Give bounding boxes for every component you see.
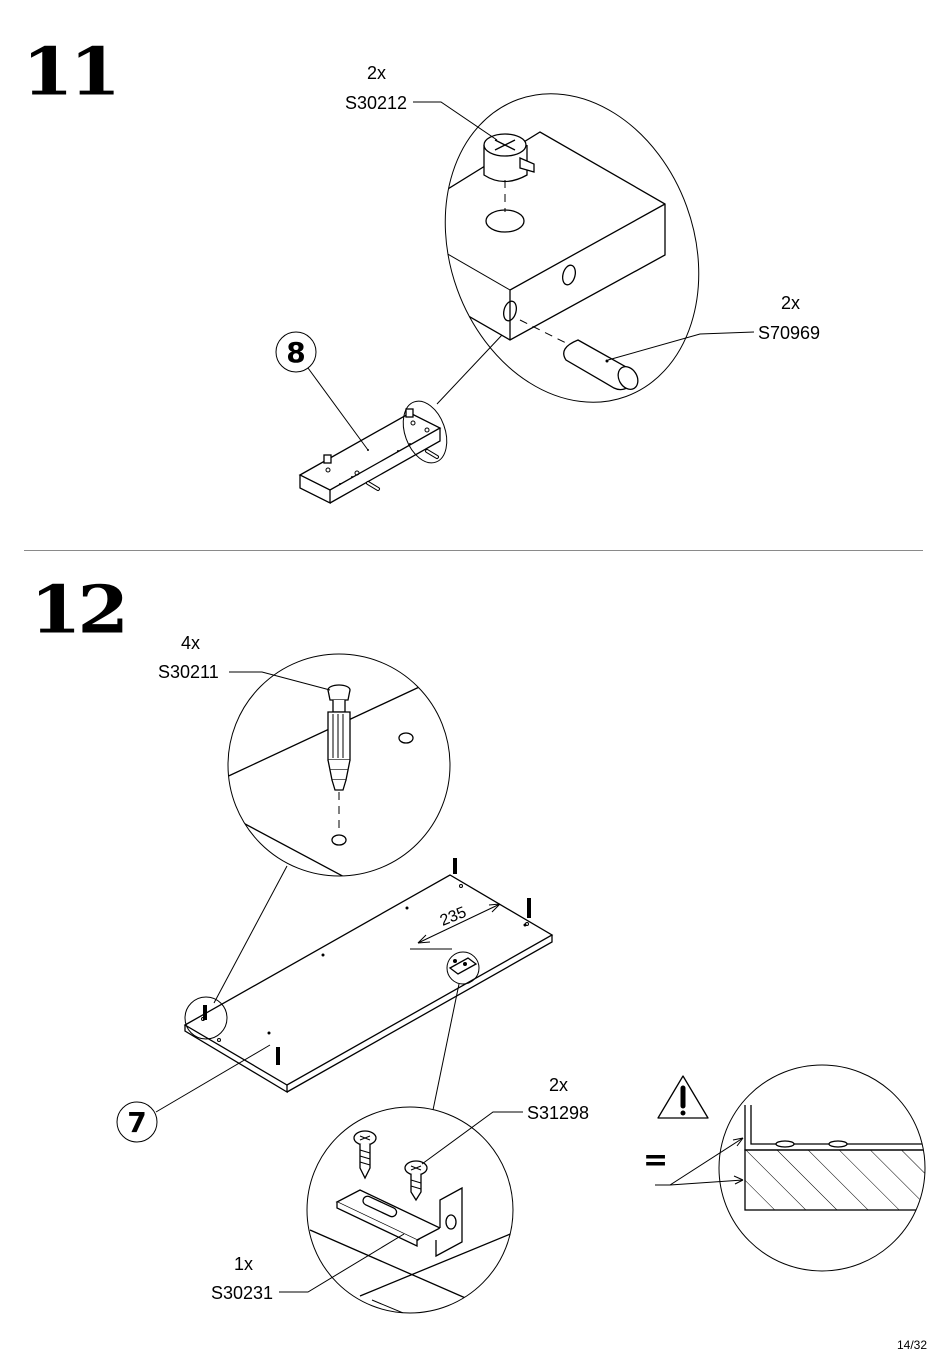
page-number: 14/32: [896, 1338, 927, 1352]
dimension-label: 235: [438, 904, 469, 930]
screw-icon: [353, 1130, 428, 1202]
panel-8-badge-label: 8: [286, 336, 305, 369]
cam-fitting-icon: [483, 133, 535, 212]
part-qty-s30211: 4x: [181, 633, 201, 653]
step-divider: [24, 550, 923, 551]
angle-bracket-icon: [335, 1186, 463, 1258]
panel-7-badge-label: 7: [127, 1106, 146, 1139]
part-qty-s30231: 1x: [234, 1254, 254, 1274]
panel-8-board: 8: [275, 331, 503, 505]
part-qty-s70969: 2x: [781, 293, 801, 313]
detail-circle-step12-bottom: [279, 1106, 523, 1314]
warning-detail: =: [643, 1064, 926, 1272]
step-number-11: 11: [22, 34, 121, 111]
part-code-s30212: S30212: [345, 93, 408, 113]
part-code-s70969: S70969: [758, 323, 821, 343]
part-code-s30231: S30231: [211, 1283, 274, 1303]
part-code-s31298: S31298: [527, 1103, 590, 1123]
detail-circle-step12-top: [213, 653, 451, 1004]
part-qty-s30212: 2x: [367, 63, 387, 83]
wooden-dowel-icon: [519, 319, 639, 391]
step-number-12: 12: [30, 572, 129, 649]
panel-7-board: 235 7: [116, 858, 554, 1143]
detail-ellipse-step11: [403, 93, 755, 403]
equals-sign: =: [643, 1143, 668, 1178]
part-code-s30211: S30211: [158, 662, 219, 682]
warning-triangle-icon: [657, 1075, 709, 1119]
connector-bolt-icon: [327, 684, 351, 834]
part-qty-s31298: 2x: [549, 1075, 569, 1095]
